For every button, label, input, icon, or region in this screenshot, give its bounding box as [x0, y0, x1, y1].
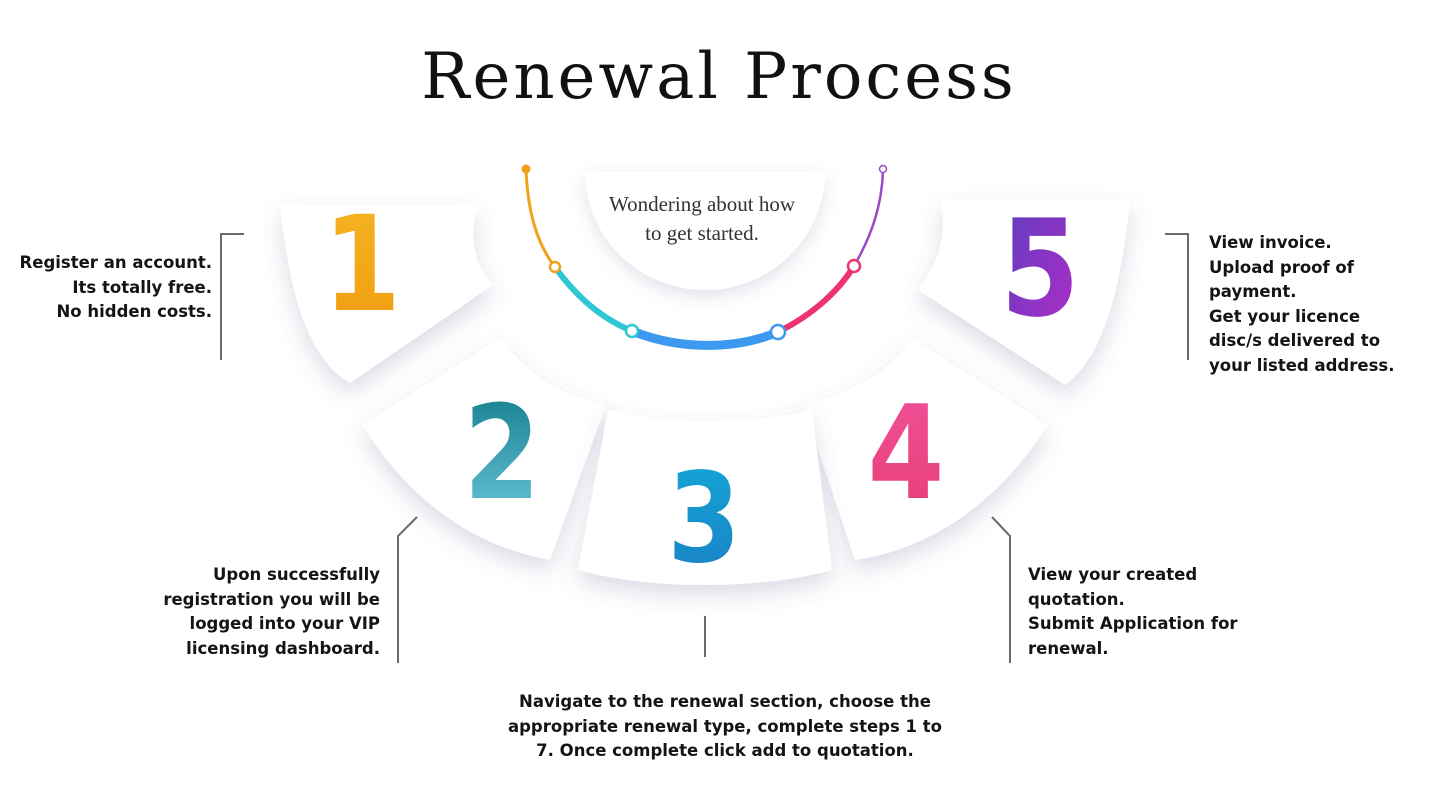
leader-line-5: [1165, 233, 1189, 360]
step-5-description: View invoice. Upload proof of payment. G…: [1209, 231, 1434, 378]
center-semicircle: [585, 172, 825, 290]
step-number-3: 3: [667, 447, 740, 591]
step-number-4: 4: [868, 378, 945, 529]
step-number-1: 1: [323, 187, 401, 341]
step-1-line: Its totally free.: [72, 277, 212, 297]
segment-2: [362, 338, 606, 560]
step-2-line: logged into your VIP: [189, 614, 380, 633]
step-1-line: Register an account.: [19, 253, 212, 272]
step-1-description: Register an account. Its totally free. N…: [0, 251, 212, 325]
segment-1: [280, 205, 493, 383]
leader-line-1: [220, 233, 244, 360]
center-prompt-line: Wondering about how: [608, 192, 796, 216]
segment-3: [578, 410, 832, 585]
step-4-line: Submit Application for: [1028, 614, 1238, 633]
step-2-line: registration you will be: [163, 589, 380, 609]
step-5-line: View invoice.: [1209, 233, 1332, 252]
step-5-line: Get your licence: [1209, 306, 1361, 326]
step-4-description: View your created quotation. Submit Appl…: [1028, 563, 1288, 661]
center-prompt-line: to get started.: [645, 221, 759, 245]
step-5-line: Upload proof of: [1209, 257, 1354, 277]
segment-5: [918, 200, 1130, 385]
step-5-line: your listed address.: [1209, 355, 1395, 375]
step-3-line: appropriate renewal type, complete steps…: [507, 716, 942, 736]
arc-nodes: [521, 164, 888, 341]
leader-lines: [220, 233, 1189, 663]
center-prompt: Wondering about how to get started.: [582, 190, 822, 248]
step-3-description: Navigate to the renewal section, choose …: [455, 690, 995, 764]
step-3-line: 7. Once complete click add to quotation.: [536, 741, 914, 760]
step-5-line: disc/s delivered to: [1209, 331, 1381, 350]
step-1-line: No hidden costs.: [56, 302, 212, 321]
leader-line-4: [991, 516, 1011, 663]
step-number-2: 2: [464, 378, 541, 529]
step-5-line: payment.: [1209, 282, 1297, 301]
step-2-line: Upon successfully: [213, 565, 380, 584]
step-4-line: renewal.: [1028, 638, 1109, 658]
progress-arc: [524, 168, 885, 350]
step-4-line: View your created: [1028, 565, 1198, 584]
leader-line-2: [397, 516, 418, 663]
step-4-line: quotation.: [1028, 589, 1125, 609]
segment-4: [803, 338, 1048, 560]
page-title: Renewal Process: [421, 40, 1017, 114]
step-2-description: Upon successfully registration you will …: [120, 563, 380, 661]
step-3-line: Navigate to the renewal section, choose …: [519, 692, 931, 711]
step-number-5: 5: [1000, 192, 1079, 347]
step-2-line: licensing dashboard.: [186, 638, 380, 658]
